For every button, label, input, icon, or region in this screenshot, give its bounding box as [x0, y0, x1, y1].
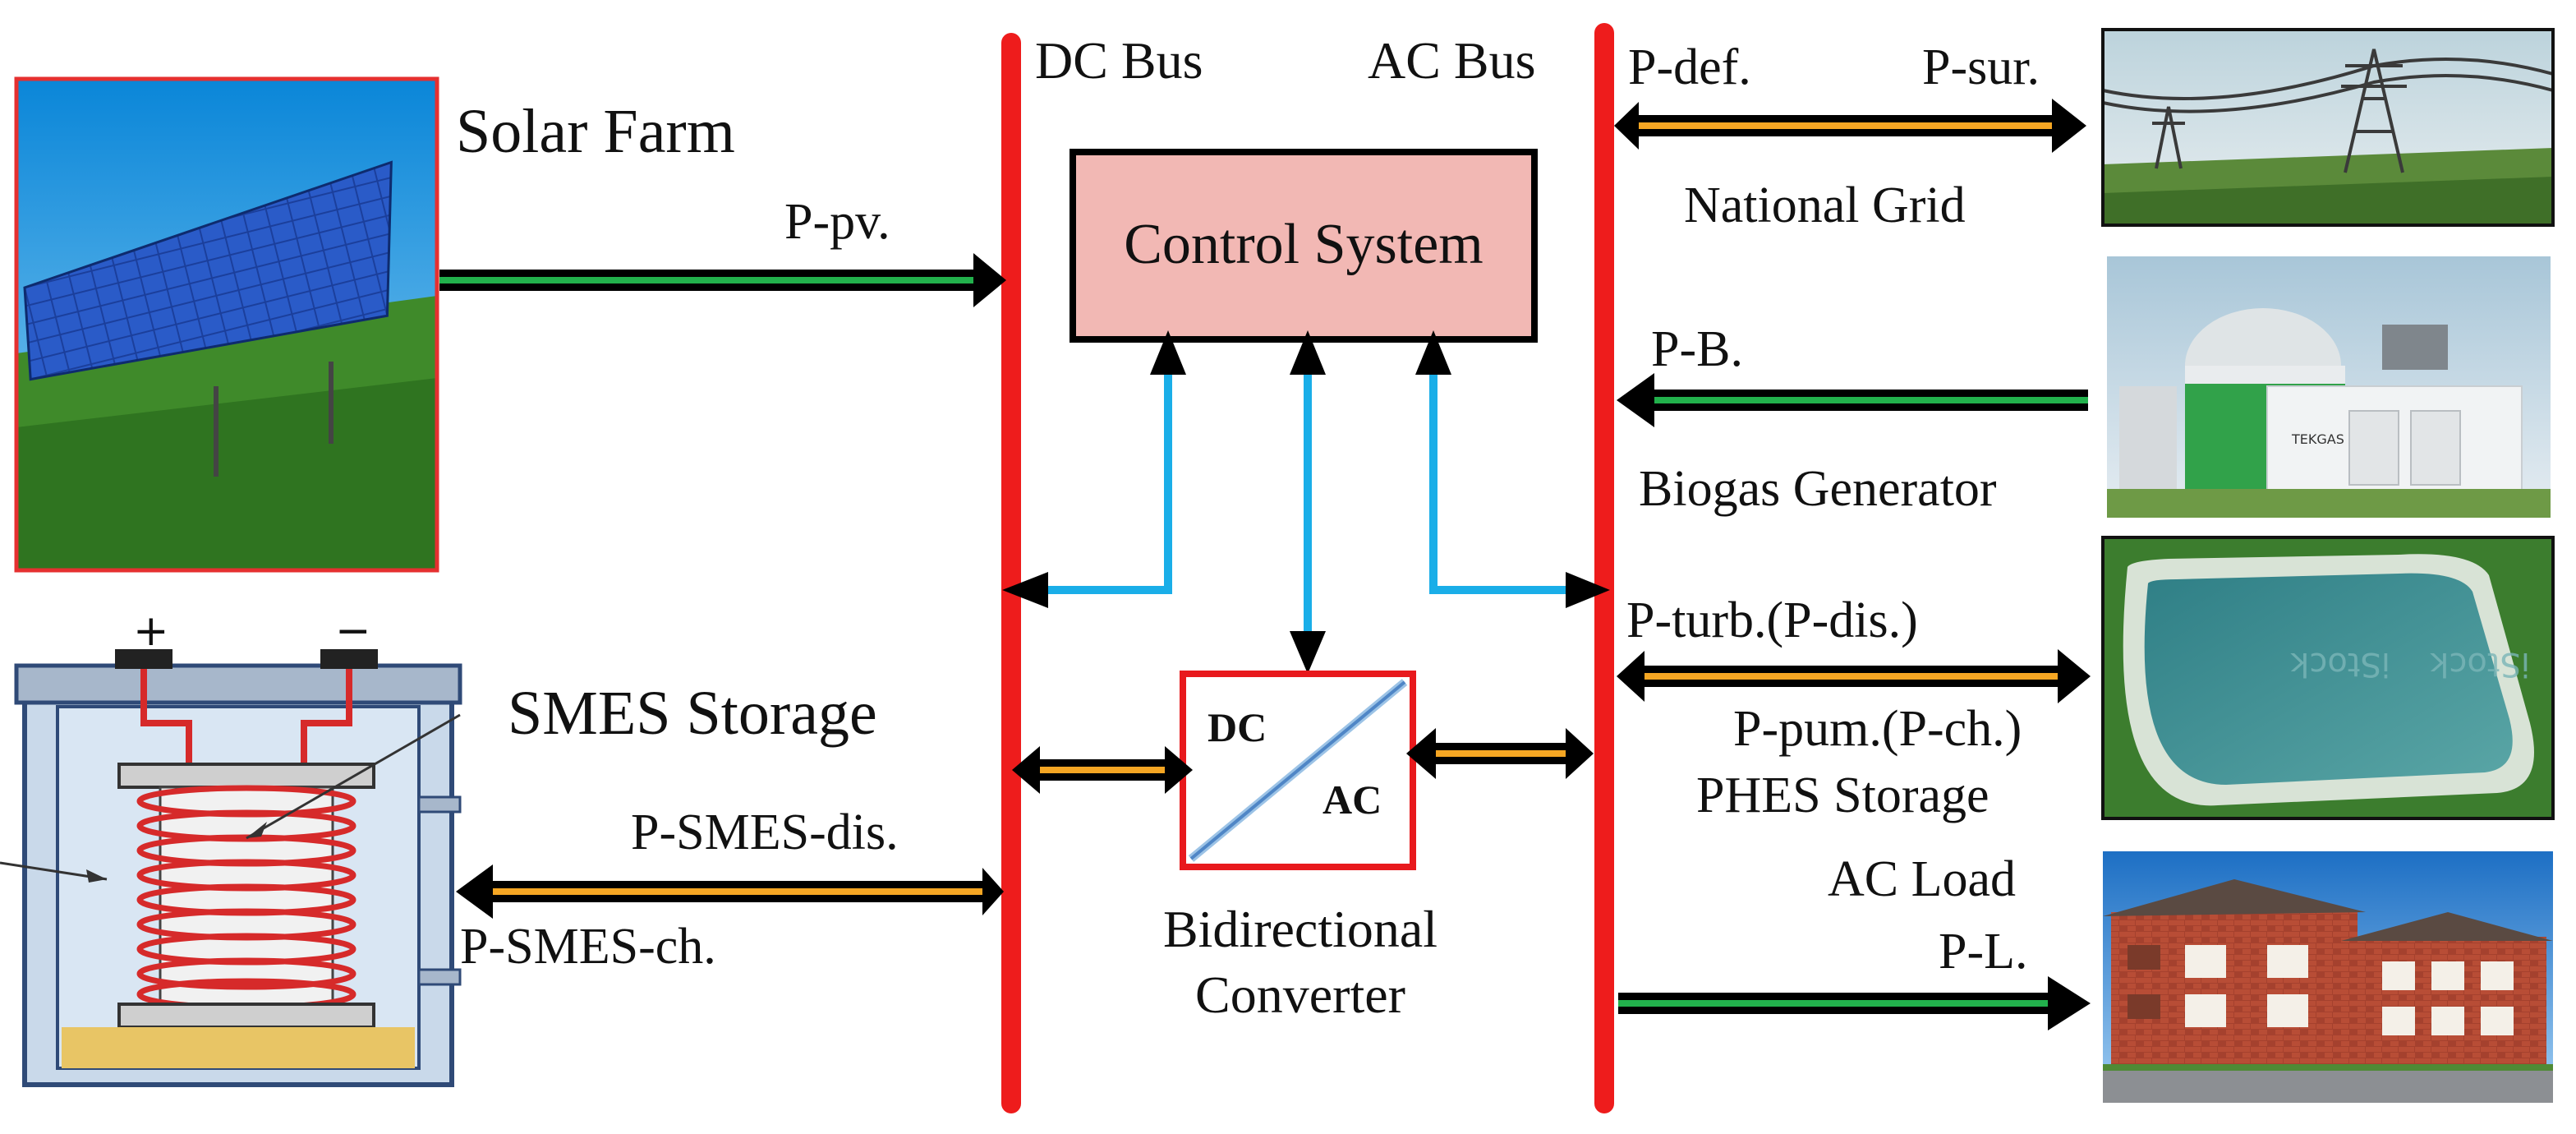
p-smes-ch-label: P-SMES-ch. [460, 919, 716, 975]
solar-farm-image [14, 76, 439, 573]
p-l-label: P-L. [1939, 924, 2028, 980]
p-b-arrow [1617, 373, 2088, 427]
control-signal-arrowheads [1002, 330, 1610, 674]
biogas-generator-label: Biogas Generator [1639, 461, 1997, 517]
control-system-label: Control System [1124, 213, 1484, 276]
converter-dc-label: DC [1208, 704, 1267, 750]
converter-label-line2: Converter [1195, 966, 1405, 1024]
p-sur-label: P-sur. [1922, 39, 2040, 95]
ac-load-image [2103, 851, 2553, 1103]
p-pum-label: P-pum.(P-ch.) [1733, 701, 2022, 757]
p-smes-arrow [456, 864, 1004, 919]
dc-bus-label: DC Bus [1035, 31, 1203, 90]
p-def-label: P-def. [1628, 39, 1751, 95]
national-grid-label: National Grid [1684, 177, 1966, 233]
smes-minus-sign: − [335, 606, 371, 656]
phes-storage-image: iStock iStock [2101, 536, 2555, 820]
p-pv-arrow [439, 253, 1006, 307]
converter-ac-arrow [1406, 728, 1594, 779]
phes-arrow [1617, 649, 2091, 703]
biogas-brand-text: TEKGAS [2291, 431, 2344, 447]
converter-label-line1: Bidirectional [1163, 900, 1438, 958]
bidirectional-converter [1180, 671, 1416, 870]
p-smes-dis-label: P-SMES-dis. [631, 804, 899, 860]
smes-plus-sign: + [133, 606, 169, 656]
solar-farm-label: Solar Farm [456, 97, 735, 166]
converter-ac-label: AC [1322, 777, 1382, 823]
p-l-arrow [1618, 976, 2091, 1030]
control-signal-lines [1043, 374, 1573, 633]
ac-bus-label: AC Bus [1368, 31, 1536, 90]
dc-bus-line [1001, 33, 1021, 1113]
phes-storage-label: PHES Storage [1696, 768, 1990, 823]
p-b-label: P-B. [1651, 321, 1743, 377]
ac-bus-line [1594, 23, 1614, 1113]
biogas-generator-image: TEKGAS [2107, 256, 2551, 518]
control-system-box [1070, 149, 1538, 343]
ac-load-label: AC Load [1828, 851, 2016, 907]
phes-watermark-1: iStock [2289, 645, 2390, 683]
smes-storage-image: + − [0, 606, 462, 1087]
phes-watermark-2: iStock [2429, 645, 2530, 683]
dc-converter-arrow [1012, 746, 1193, 794]
national-grid-arrow [1614, 99, 2086, 153]
p-pv-label: P-pv. [784, 194, 890, 250]
national-grid-image [2101, 28, 2555, 227]
smes-storage-label: SMES Storage [508, 679, 877, 748]
p-turb-label: P-turb.(P-dis.) [1626, 592, 1918, 648]
